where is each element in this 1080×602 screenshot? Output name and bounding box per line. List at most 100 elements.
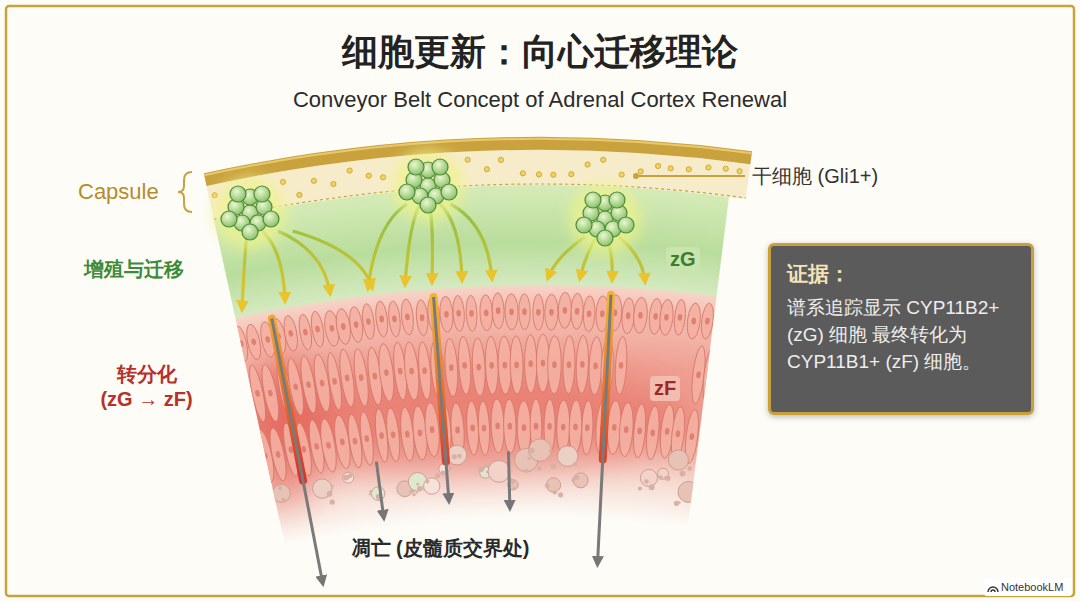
- apoptotic-fragment: [347, 474, 352, 479]
- capsule-dot: [465, 157, 470, 162]
- box-heading: 证据：: [787, 260, 1015, 288]
- capsule-dot: [484, 167, 489, 172]
- capsule-dot: [212, 157, 742, 198]
- capsule-dot: [619, 172, 624, 177]
- cell-nucleus: [444, 311, 449, 318]
- cell-nucleus: [496, 307, 501, 314]
- apoptotic-cell: [343, 472, 354, 483]
- cell-nucleus: [489, 362, 494, 369]
- capsule-boundary: [214, 184, 746, 219]
- cell-nucleus: [534, 423, 539, 430]
- stem-cell-glow: [214, 177, 286, 249]
- slide-title: 细胞更新：向心迁移理论: [0, 30, 1080, 74]
- capsule-dot: [536, 172, 541, 177]
- apoptotic-fragment: [644, 479, 649, 484]
- zf-cell: [545, 294, 558, 330]
- apoptotic-fragment: [524, 469, 528, 473]
- cell-nucleus: [637, 427, 642, 434]
- cell-nucleus: [332, 378, 338, 385]
- capsule-dot: [380, 175, 385, 180]
- cell-nucleus: [484, 309, 489, 316]
- cell-nucleus: [341, 323, 347, 330]
- zf-cell: [457, 336, 472, 395]
- stem-cell-label: 干细胞 (Gli1+): [752, 164, 878, 189]
- cell-nucleus: [507, 423, 512, 430]
- zf-cell: [309, 310, 326, 347]
- cell-nucleus: [238, 340, 244, 348]
- apoptotic-fragment: [575, 475, 580, 480]
- zf-cell: [547, 336, 561, 394]
- process-label: 转分化 (zG → zF): [99, 362, 194, 412]
- capsule-dot: [706, 165, 711, 170]
- capsule-dot: [569, 172, 574, 177]
- stem-cell-glow: [392, 150, 464, 222]
- stem-cell: [399, 184, 415, 200]
- cell-nucleus: [430, 426, 435, 433]
- apoptotic-fragment: [554, 458, 558, 462]
- zf-cell: [700, 345, 721, 404]
- apoptosis-label: 凋亡 (皮髓质交界处): [330, 536, 550, 561]
- capsule-dot: [311, 178, 316, 183]
- capsule-dot: [723, 166, 728, 171]
- cell-nucleus: [541, 360, 546, 367]
- cell-nucleus: [288, 330, 294, 338]
- cell-nucleus: [509, 308, 514, 315]
- apoptotic-fragment: [412, 493, 415, 496]
- apoptotic-fragment: [327, 491, 333, 497]
- stem-cell-cluster: [214, 177, 286, 249]
- apoptotic-fragment: [409, 490, 412, 493]
- capsule-dot: [331, 181, 336, 186]
- zf-cell: [402, 342, 421, 401]
- cell-nucleus: [665, 428, 670, 435]
- zf-cell: [415, 299, 429, 336]
- stem-cell: [441, 184, 457, 200]
- zf-cell: [452, 295, 465, 332]
- zf-cell: [376, 343, 396, 402]
- stem-cell: [585, 192, 601, 208]
- zf-cell: [471, 338, 486, 397]
- capsule-dot: [212, 193, 217, 198]
- cell-nucleus: [379, 432, 384, 439]
- cell-nucleus: [549, 309, 554, 316]
- apoptotic-fragment: [478, 466, 484, 472]
- apoptotic-cell: [529, 439, 552, 462]
- apoptotic-fragment: [659, 475, 663, 479]
- zf-cell: [510, 336, 524, 394]
- cell-nucleus: [495, 422, 500, 429]
- cell-nucleus: [344, 374, 350, 381]
- cell-nucleus: [528, 360, 533, 367]
- zf-cell: [632, 403, 647, 458]
- apoptotic-fragment: [332, 485, 334, 487]
- cell-nucleus: [696, 371, 701, 378]
- zf-cell: [400, 298, 415, 335]
- cell-nucleus: [624, 426, 629, 433]
- apoptotic-fragment: [329, 499, 334, 504]
- apoptotic-debris: [268, 439, 699, 506]
- cell-nucleus: [626, 312, 631, 319]
- zf-cell: [562, 336, 575, 394]
- cell-nucleus: [329, 325, 335, 332]
- stem-cell: [263, 211, 279, 227]
- zf-cell: [645, 405, 661, 460]
- cell-nucleus: [390, 431, 395, 438]
- apoptotic-fragment: [513, 487, 515, 489]
- zf-cell: [358, 411, 376, 466]
- zf-cell: [581, 401, 594, 455]
- cell-nucleus: [353, 321, 358, 328]
- cell-nucleus: [638, 312, 643, 319]
- zf-cell: [417, 341, 433, 400]
- apoptotic-cell: [424, 478, 440, 494]
- cell-nucleus: [708, 371, 713, 378]
- apoptotic-fragment: [692, 504, 694, 506]
- cell-nucleus: [405, 313, 410, 320]
- zf-cell: [570, 293, 583, 329]
- apoptotic-fragment: [638, 486, 642, 490]
- capsule-dot: [655, 163, 660, 168]
- zf-cell: [282, 315, 300, 353]
- apoptotic-cell: [447, 445, 467, 465]
- apoptotic-fragment: [425, 480, 429, 484]
- cell-nucleus: [476, 364, 481, 371]
- stem-cell: [408, 159, 424, 175]
- cell-nucleus: [352, 437, 358, 444]
- capsule-dot: [686, 167, 691, 172]
